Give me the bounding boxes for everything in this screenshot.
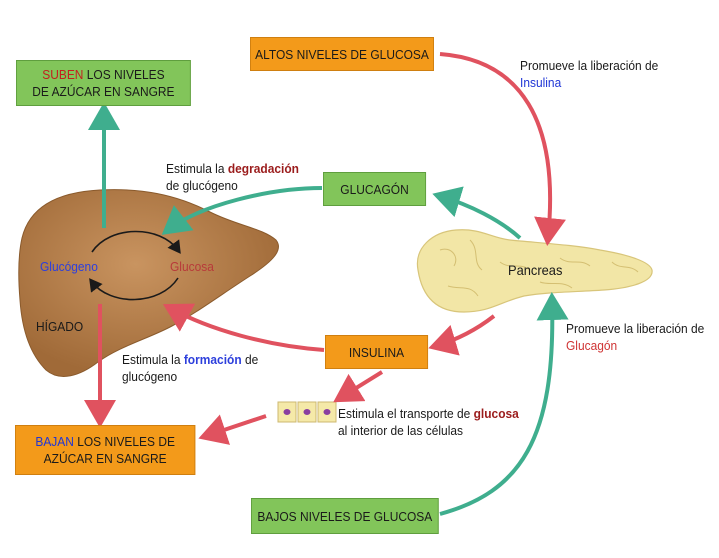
bajan-niveles-box: BAJAN LOS NIVELES DE AZÚCAR EN SANGRE	[15, 425, 195, 475]
formacion-pre: Estimula la	[122, 352, 184, 367]
degradacion-line1: Estimula la degradación	[166, 160, 299, 177]
pancreas-text: Pancreas	[508, 262, 562, 278]
glucagon-box: GLUCAGÓN	[323, 172, 426, 206]
liver-icon	[19, 190, 279, 377]
transporte-line2: al interior de las células	[338, 422, 519, 439]
promueve-insulina-label: Promueve la liberación de Insulina	[520, 57, 658, 91]
arrow-pancreas-to-insulina	[436, 316, 494, 346]
promueve-glucagon-label: Promueve la liberación de Glucagón	[566, 320, 704, 354]
suben-line2: DE AZÚCAR EN SANGRE	[32, 83, 174, 100]
bajos-niveles-box: BAJOS NIVELES DE GLUCOSA	[251, 498, 439, 534]
bajos-niveles-text: BAJOS NIVELES DE GLUCOSA	[257, 508, 432, 525]
glucosa-label: Glucosa	[170, 258, 214, 275]
higado-text: HÍGADO	[36, 319, 83, 334]
degradacion-highlight: degradación	[228, 161, 299, 176]
promueve-glucagon-line2: Glucagón	[566, 337, 704, 354]
suben-highlight: SUBEN	[42, 67, 83, 82]
degradacion-pre: Estimula la	[166, 161, 228, 176]
insulina-box: INSULINA	[325, 335, 428, 369]
pancreas-label: Pancreas	[508, 262, 562, 279]
arrow-insulina-to-cells	[340, 372, 382, 398]
degradacion-label: Estimula la degradación de glucógeno	[166, 160, 299, 194]
arrow-insulina-to-liver	[170, 308, 324, 350]
transporte-line1: Estimula el transporte de glucosa	[338, 405, 519, 422]
altos-niveles-box: ALTOS NIVELES DE GLUCOSA	[250, 37, 434, 71]
promueve-glucagon-line1: Promueve la liberación de	[566, 320, 704, 337]
bajan-line1-rest: LOS NIVELES DE	[74, 434, 175, 449]
formacion-highlight: formación	[184, 352, 242, 367]
formacion-post: de	[242, 352, 259, 367]
glucosa-text: Glucosa	[170, 259, 214, 274]
transporte-pre: Estimula el transporte de	[338, 406, 474, 421]
insulina-text: INSULINA	[349, 344, 404, 361]
transporte-label: Estimula el transporte de glucosa al int…	[338, 405, 519, 439]
bajan-line1: BAJAN LOS NIVELES DE	[35, 433, 175, 450]
glucogeno-text: Glucógeno	[40, 259, 98, 274]
glucogeno-label: Glucógeno	[40, 258, 98, 275]
higado-label: HÍGADO	[36, 318, 83, 335]
formacion-label: Estimula la formación de glucógeno	[122, 351, 258, 385]
promueve-insulina-line1: Promueve la liberación de	[520, 57, 658, 74]
suben-line1: SUBEN LOS NIVELES	[42, 66, 164, 83]
arrow-cells-to-bajan	[206, 416, 266, 436]
formacion-line1: Estimula la formación de	[122, 351, 258, 368]
degradacion-line2: de glucógeno	[166, 177, 299, 194]
glucagon-text: GLUCAGÓN	[340, 181, 408, 198]
suben-niveles-box: SUBEN LOS NIVELES DE AZÚCAR EN SANGRE	[16, 60, 191, 106]
altos-niveles-text: ALTOS NIVELES DE GLUCOSA	[255, 46, 429, 63]
bajan-line2: AZÚCAR EN SANGRE	[44, 450, 167, 467]
transporte-highlight: glucosa	[474, 406, 519, 421]
promueve-insulina-line2: Insulina	[520, 74, 658, 91]
formacion-line2: glucógeno	[122, 368, 258, 385]
suben-line1-rest: LOS NIVELES	[83, 67, 164, 82]
bajan-highlight: BAJAN	[35, 434, 74, 449]
cells-icon	[278, 402, 336, 422]
